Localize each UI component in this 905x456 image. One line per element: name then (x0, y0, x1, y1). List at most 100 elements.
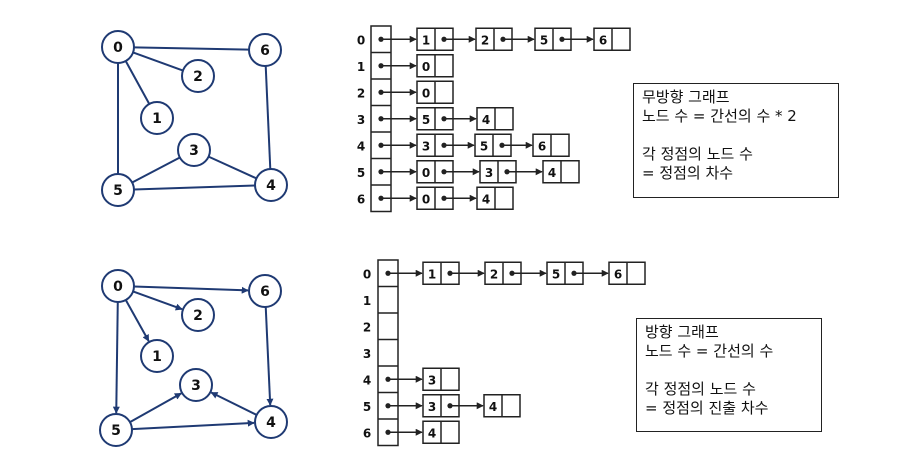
list-node: 1 (422, 261, 460, 285)
note-title: 방향 그래프 (645, 323, 719, 341)
svg-text:0: 0 (422, 192, 430, 206)
svg-text:4: 4 (548, 166, 556, 180)
undirected-graph-note: 무방향 그래프 노드 수 = 간선의 수 * 2 각 정점의 노드 수 = 정점… (633, 83, 839, 198)
note-formula: 노드 수 = 간선의 수 * 2 (642, 107, 797, 125)
graph-edge-0-5 (112, 301, 120, 414)
svg-text:1: 1 (152, 111, 162, 127)
note-degree-line2: = 정점의 진출 차수 (645, 399, 769, 417)
svg-text:3: 3 (189, 143, 199, 159)
graph-edge-5-3 (129, 392, 182, 424)
graph-node-5: 5 (101, 173, 135, 207)
graph-node-3: 3 (177, 133, 211, 167)
svg-text:0: 0 (422, 86, 430, 100)
list-node: 4 (476, 107, 514, 131)
svg-text:4: 4 (266, 415, 276, 431)
graph-node-3: 3 (179, 368, 213, 402)
svg-text:2: 2 (193, 308, 203, 324)
svg-text:6: 6 (260, 43, 270, 59)
svg-text:3: 3 (191, 378, 201, 394)
note-degree-line1: 각 정점의 노드 수 (645, 380, 756, 398)
list-node: 6 (532, 133, 570, 157)
graph-node-4: 4 (254, 168, 288, 202)
adjacency-row-label: 5 (363, 400, 371, 414)
svg-text:0: 0 (113, 40, 123, 56)
graph-node-2: 2 (181, 298, 215, 332)
list-node: 5 (416, 107, 454, 131)
graph-node-0: 0 (101, 30, 135, 64)
list-node: 3 (422, 367, 460, 391)
svg-text:5: 5 (540, 33, 548, 47)
svg-text:6: 6 (599, 33, 607, 47)
graph-node-2: 2 (181, 59, 215, 93)
directed-graph-note: 방향 그래프 노드 수 = 간선의 수 각 정점의 노드 수 = 정점의 진출 … (636, 318, 822, 432)
list-node: 2 (484, 261, 522, 285)
list-node: 0 (416, 54, 454, 78)
graph-edge-5-4 (133, 184, 256, 191)
svg-text:1: 1 (422, 33, 430, 47)
svg-text:6: 6 (260, 284, 270, 300)
svg-text:5: 5 (111, 423, 121, 439)
svg-text:2: 2 (490, 267, 498, 281)
svg-text:5: 5 (113, 183, 123, 199)
svg-text:1: 1 (428, 267, 436, 281)
graph-node-0: 0 (101, 269, 135, 303)
list-node: 4 (422, 420, 460, 444)
adjacency-header-column (377, 259, 399, 447)
graph-edge-0-6 (133, 46, 250, 51)
adjacency-row-label: 2 (357, 86, 365, 100)
adjacency-row-label: 4 (357, 139, 365, 153)
adjacency-row-label: 4 (363, 373, 371, 387)
graph-node-6: 6 (248, 33, 282, 67)
note-title: 무방향 그래프 (642, 88, 730, 106)
svg-text:1: 1 (152, 349, 162, 365)
note-formula: 노드 수 = 간선의 수 (645, 342, 774, 360)
list-node: 6 (593, 27, 631, 51)
note-degree-line1: 각 정점의 노드 수 (642, 145, 753, 163)
graph-edge-0-1 (124, 299, 150, 342)
svg-text:5: 5 (422, 113, 430, 127)
graph-node-6: 6 (248, 274, 282, 308)
svg-text:2: 2 (481, 33, 489, 47)
graph-edge-3-4 (208, 155, 257, 180)
adjacency-row-label: 3 (363, 347, 371, 361)
adjacency-row-label: 6 (357, 192, 365, 206)
svg-text:4: 4 (482, 113, 490, 127)
graph-edge-0-2 (132, 51, 184, 72)
graph-edge-3-5 (131, 156, 181, 184)
svg-text:3: 3 (422, 139, 430, 153)
list-node: 0 (416, 80, 454, 104)
list-node: 6 (608, 261, 646, 285)
svg-text:0: 0 (422, 60, 430, 74)
list-node: 4 (542, 160, 580, 184)
adjacency-row-label: 0 (363, 267, 371, 281)
svg-text:0: 0 (113, 279, 123, 295)
list-node: 4 (483, 394, 521, 418)
adjacency-row-label: 2 (363, 320, 371, 334)
svg-text:6: 6 (538, 139, 546, 153)
svg-text:4: 4 (266, 178, 276, 194)
adjacency-row-label: 5 (357, 166, 365, 180)
graph-node-4: 4 (254, 405, 288, 439)
adjacency-row-label: 1 (363, 294, 371, 308)
graph-edge-6-4 (264, 65, 272, 170)
graph-edge-0-2 (132, 290, 183, 311)
adjacency-row-label: 1 (357, 60, 365, 74)
graph-edge-5-4 (131, 419, 255, 431)
graph-edge-4-3 (210, 391, 258, 416)
svg-text:3: 3 (485, 166, 493, 180)
list-node: 4 (476, 186, 514, 210)
graph-edge-6-4 (264, 306, 274, 406)
list-node: 5 (474, 133, 512, 157)
svg-text:4: 4 (428, 426, 436, 440)
svg-text:3: 3 (428, 373, 436, 387)
svg-text:3: 3 (428, 400, 436, 414)
adjacency-row-label: 6 (363, 426, 371, 440)
graph-edge-0-6 (133, 285, 249, 294)
graph-node-5: 5 (99, 413, 133, 447)
adjacency-row-label: 3 (357, 113, 365, 127)
svg-text:4: 4 (489, 400, 497, 414)
svg-text:5: 5 (480, 139, 488, 153)
